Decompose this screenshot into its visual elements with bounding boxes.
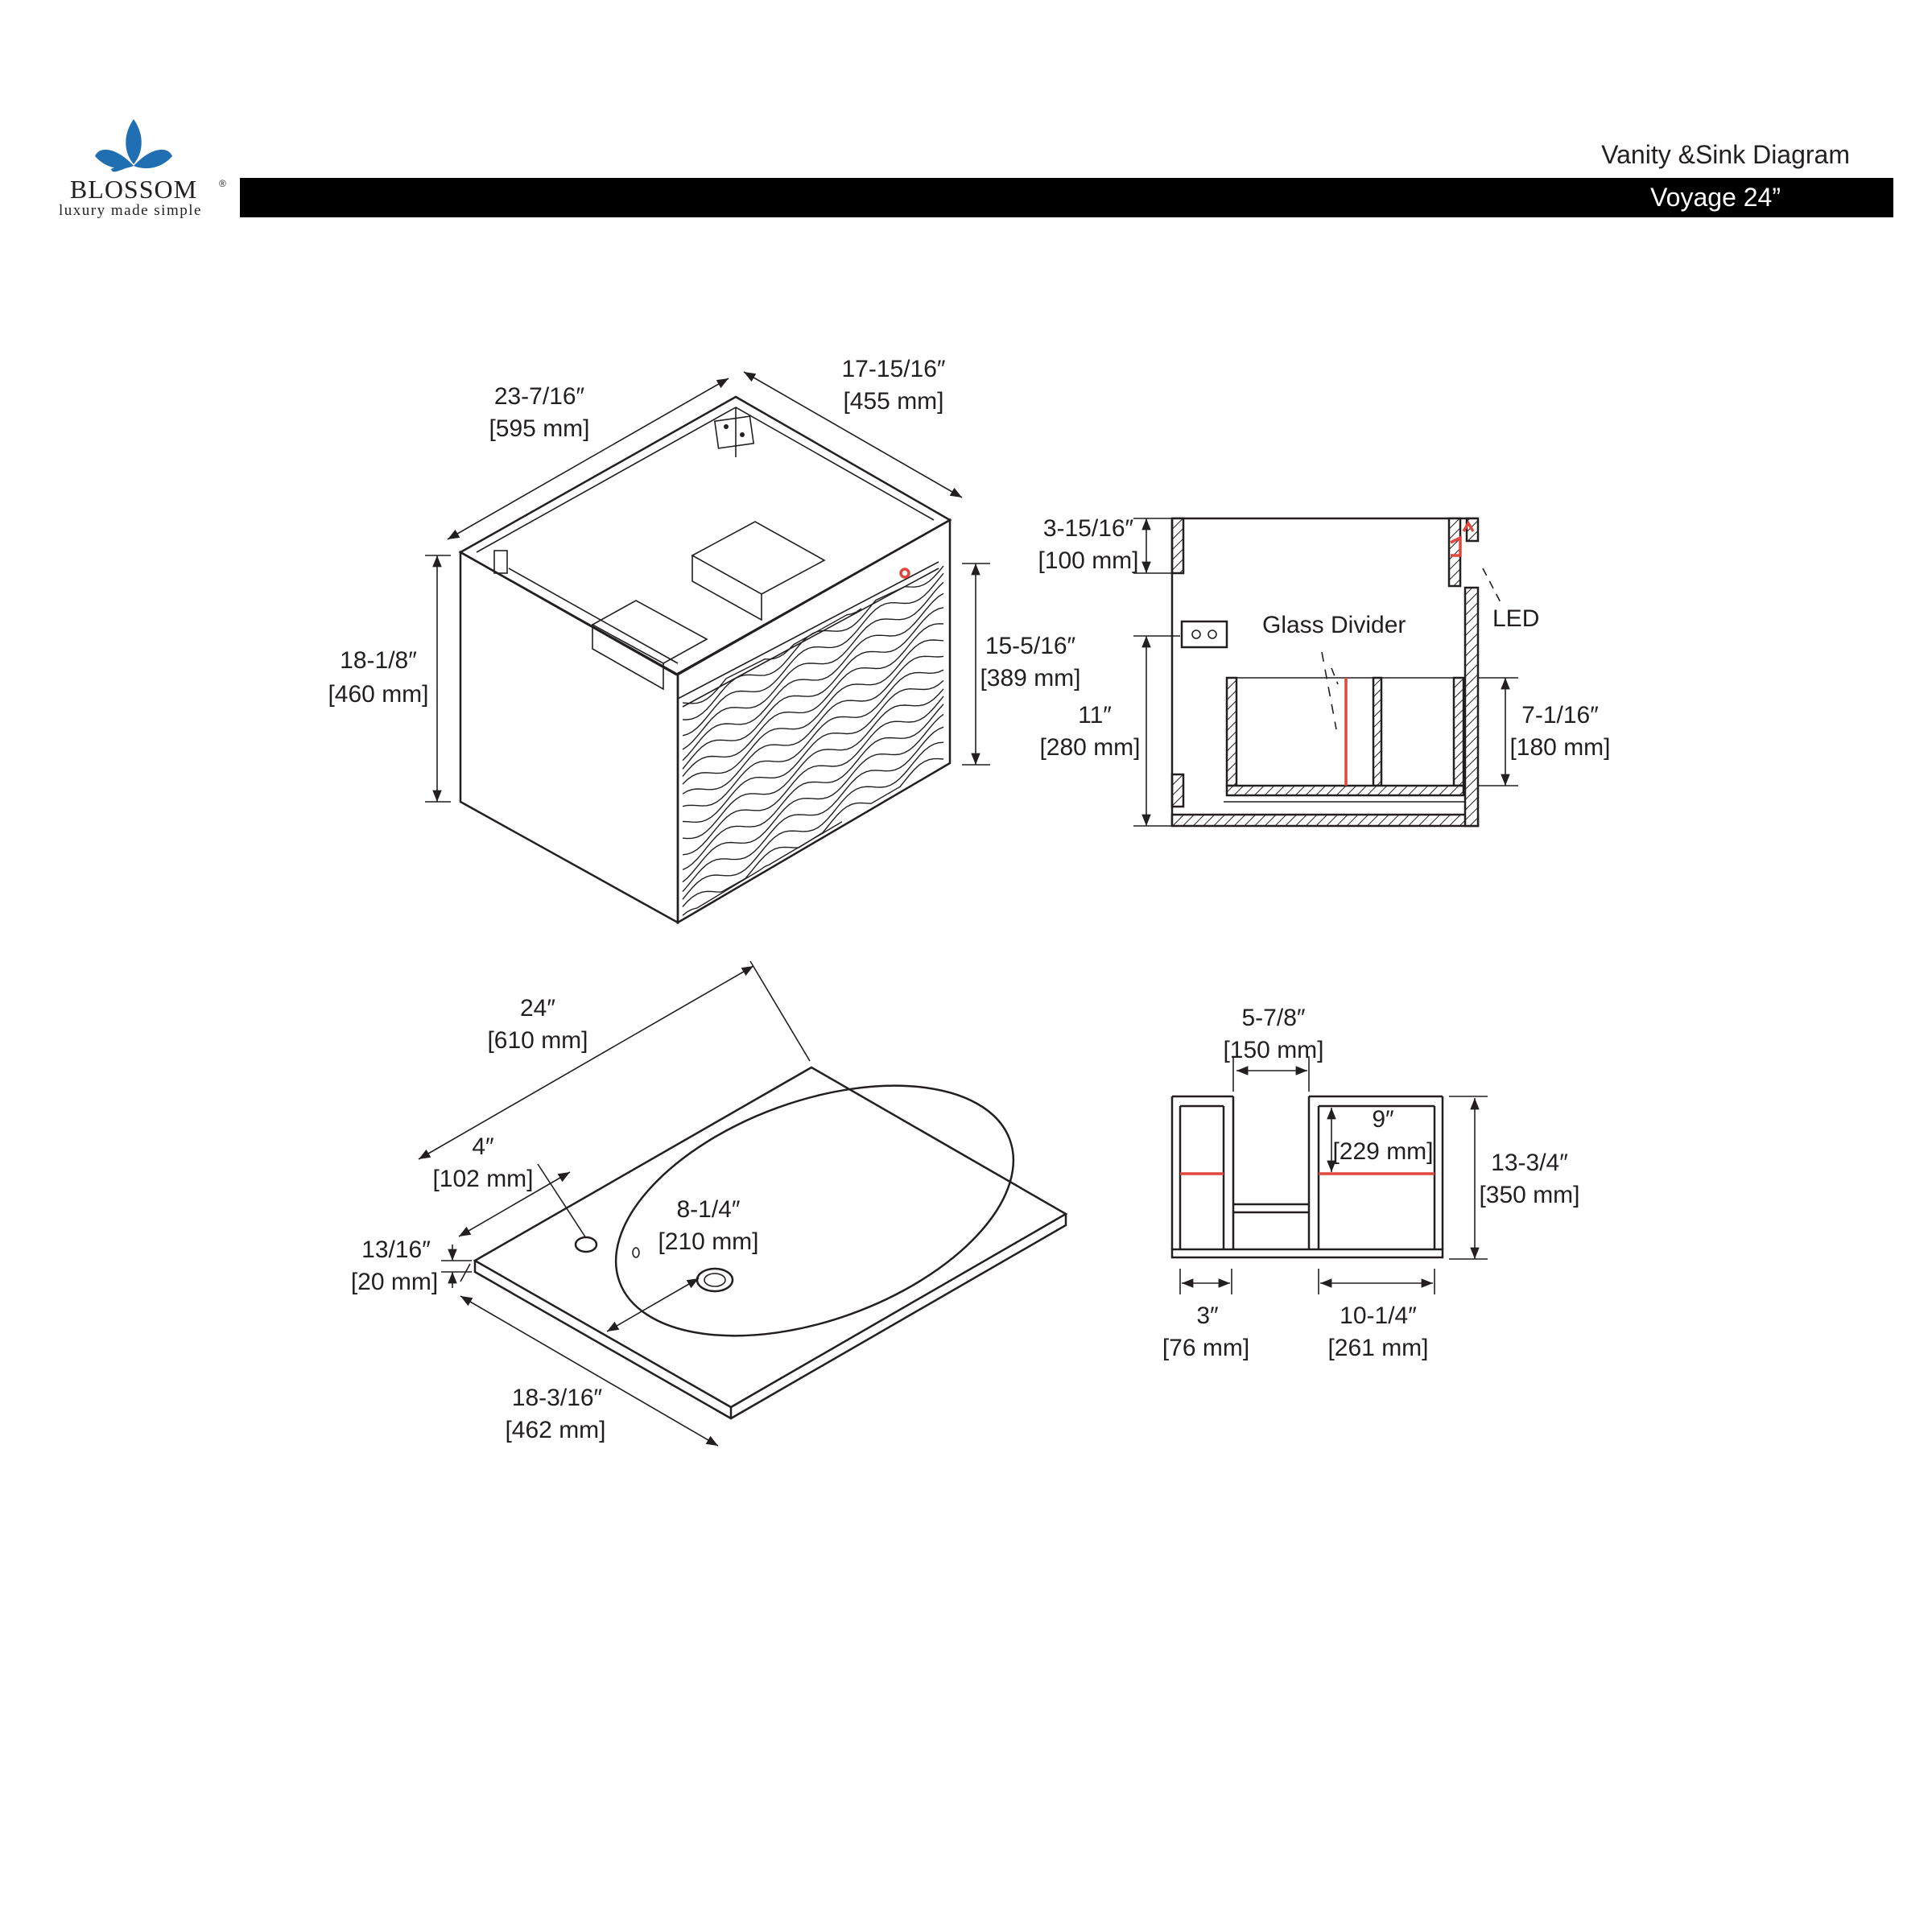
registered-mark: ® xyxy=(219,178,226,189)
cabinet-depth-imperial: 17-15/16″ xyxy=(841,356,945,382)
sink-depth-imperial: 18-3/16″ xyxy=(512,1385,603,1411)
brand-logo: BLOSSOM ® luxury made simple xyxy=(59,119,226,219)
wave-line xyxy=(682,821,843,916)
wave-line xyxy=(683,565,944,720)
drawer-box-height-metric: [350 mm] xyxy=(1479,1182,1579,1208)
wave-line xyxy=(682,696,944,856)
top-thickness-imperial: 13/16″ xyxy=(361,1236,431,1263)
wave-line xyxy=(682,608,862,704)
left-width-metric: [76 mm] xyxy=(1162,1335,1249,1361)
header-bar xyxy=(240,178,1893,217)
glass-divider-label: Glass Divider xyxy=(1262,612,1406,638)
sink-width-metric: [610 mm] xyxy=(487,1027,588,1054)
blossom-flower-icon xyxy=(95,119,172,172)
wave-line xyxy=(682,758,944,907)
wave-line xyxy=(682,741,944,900)
diagram-title: Vanity &Sink Diagram xyxy=(1601,140,1850,169)
cabinet-width-imperial: 23-7/16″ xyxy=(494,383,585,410)
drawer-height-imperial: 7-1/16″ xyxy=(1521,702,1599,729)
brand-tagline: luxury made simple xyxy=(59,202,202,219)
sink-width-imperial: 24″ xyxy=(520,995,555,1022)
cabinet-height-metric: [460 mm] xyxy=(328,681,428,708)
drawer-height-metric: [180 mm] xyxy=(1509,734,1610,761)
wave-texture xyxy=(682,565,944,916)
top-thickness-metric: [20 mm] xyxy=(351,1269,438,1295)
gap-metric: [150 mm] xyxy=(1223,1037,1323,1063)
cabinet-depth-metric: [455 mm] xyxy=(843,388,943,415)
wave-line xyxy=(682,679,944,824)
drawer-box-height-imperial: 13-3/4″ xyxy=(1491,1150,1568,1176)
brand-name: BLOSSOM xyxy=(70,175,197,204)
left-width-imperial: 3″ xyxy=(1196,1302,1219,1329)
drain-offset-imperial: 8-1/4″ xyxy=(677,1196,741,1223)
mount-height-metric: [280 mm] xyxy=(1039,734,1140,761)
faucet-offset-metric: [102 mm] xyxy=(432,1166,533,1192)
wave-line xyxy=(682,688,944,840)
wave-line xyxy=(682,623,944,777)
cabinet-isometric-view xyxy=(425,371,990,925)
led-label: LED xyxy=(1492,605,1539,632)
wave-line xyxy=(682,713,944,883)
wave-line xyxy=(682,592,944,762)
mount-height-imperial: 11″ xyxy=(1078,702,1112,729)
right-width-metric: [261 mm] xyxy=(1327,1335,1428,1361)
wave-line xyxy=(682,607,944,770)
wave-line xyxy=(682,581,944,750)
drain-offset-metric: [210 mm] xyxy=(658,1228,758,1255)
faucet-offset-imperial: 4″ xyxy=(472,1133,494,1160)
cabinet-height-imperial: 18-1/8″ xyxy=(340,647,417,674)
cabinet-width-metric: [595 mm] xyxy=(489,415,589,442)
front-height-metric: [389 mm] xyxy=(980,665,1080,691)
side-section-view xyxy=(1133,517,1518,828)
wave-line xyxy=(682,639,944,785)
wave-line xyxy=(682,704,944,871)
wave-line xyxy=(682,655,944,795)
wave-line xyxy=(682,669,944,807)
sink-depth-metric: [462 mm] xyxy=(505,1417,605,1443)
front-height-imperial: 15-5/16″ xyxy=(985,633,1076,659)
top-offset-metric: [100 mm] xyxy=(1038,547,1138,574)
inner-height-metric: [229 mm] xyxy=(1332,1138,1433,1165)
wave-line xyxy=(682,572,944,737)
wave-line xyxy=(682,726,944,893)
drawer-section-view xyxy=(1170,1056,1488,1294)
model-name: Voyage 24” xyxy=(1650,183,1781,212)
inner-height-imperial: 9″ xyxy=(1372,1106,1394,1133)
gap-imperial: 5-7/8″ xyxy=(1242,1005,1306,1031)
right-width-imperial: 10-1/4″ xyxy=(1340,1302,1417,1329)
sink-top-view xyxy=(418,960,1068,1447)
top-offset-imperial: 3-15/16″ xyxy=(1043,515,1134,542)
